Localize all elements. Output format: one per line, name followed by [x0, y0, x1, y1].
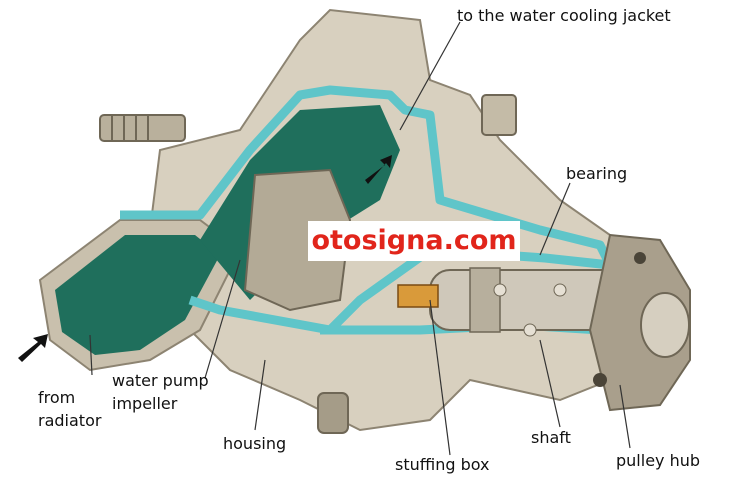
label-from-radiator-2: radiator: [38, 411, 102, 430]
label-pulley-hub: pulley hub: [616, 451, 701, 470]
label-shaft: shaft: [531, 428, 571, 447]
label-impeller-1: water pump: [112, 371, 209, 390]
label-stuffing-box: stuffing box: [395, 455, 490, 474]
cut-face: [120, 85, 615, 335]
flow-arrow-inlet: [18, 334, 48, 362]
label-impeller-2: impeller: [112, 394, 178, 413]
watermark: otosigna.com: [308, 221, 520, 261]
pulley-hub: [588, 233, 691, 412]
label-housing: housing: [223, 434, 287, 453]
label-from-radiator-1: from: [38, 388, 76, 407]
label-water-cooling-jacket: to the water cooling jacket: [457, 6, 671, 25]
label-bearing: bearing: [566, 164, 628, 183]
top-nut: [481, 94, 517, 136]
inlet-water: [55, 235, 220, 355]
flow-arrow-jacket: [365, 155, 392, 184]
leader-lines: [89, 21, 631, 456]
impeller: [243, 168, 352, 312]
lower-bolt: [317, 392, 349, 434]
stuffing-box: [397, 284, 439, 308]
bolt: [99, 114, 186, 142]
